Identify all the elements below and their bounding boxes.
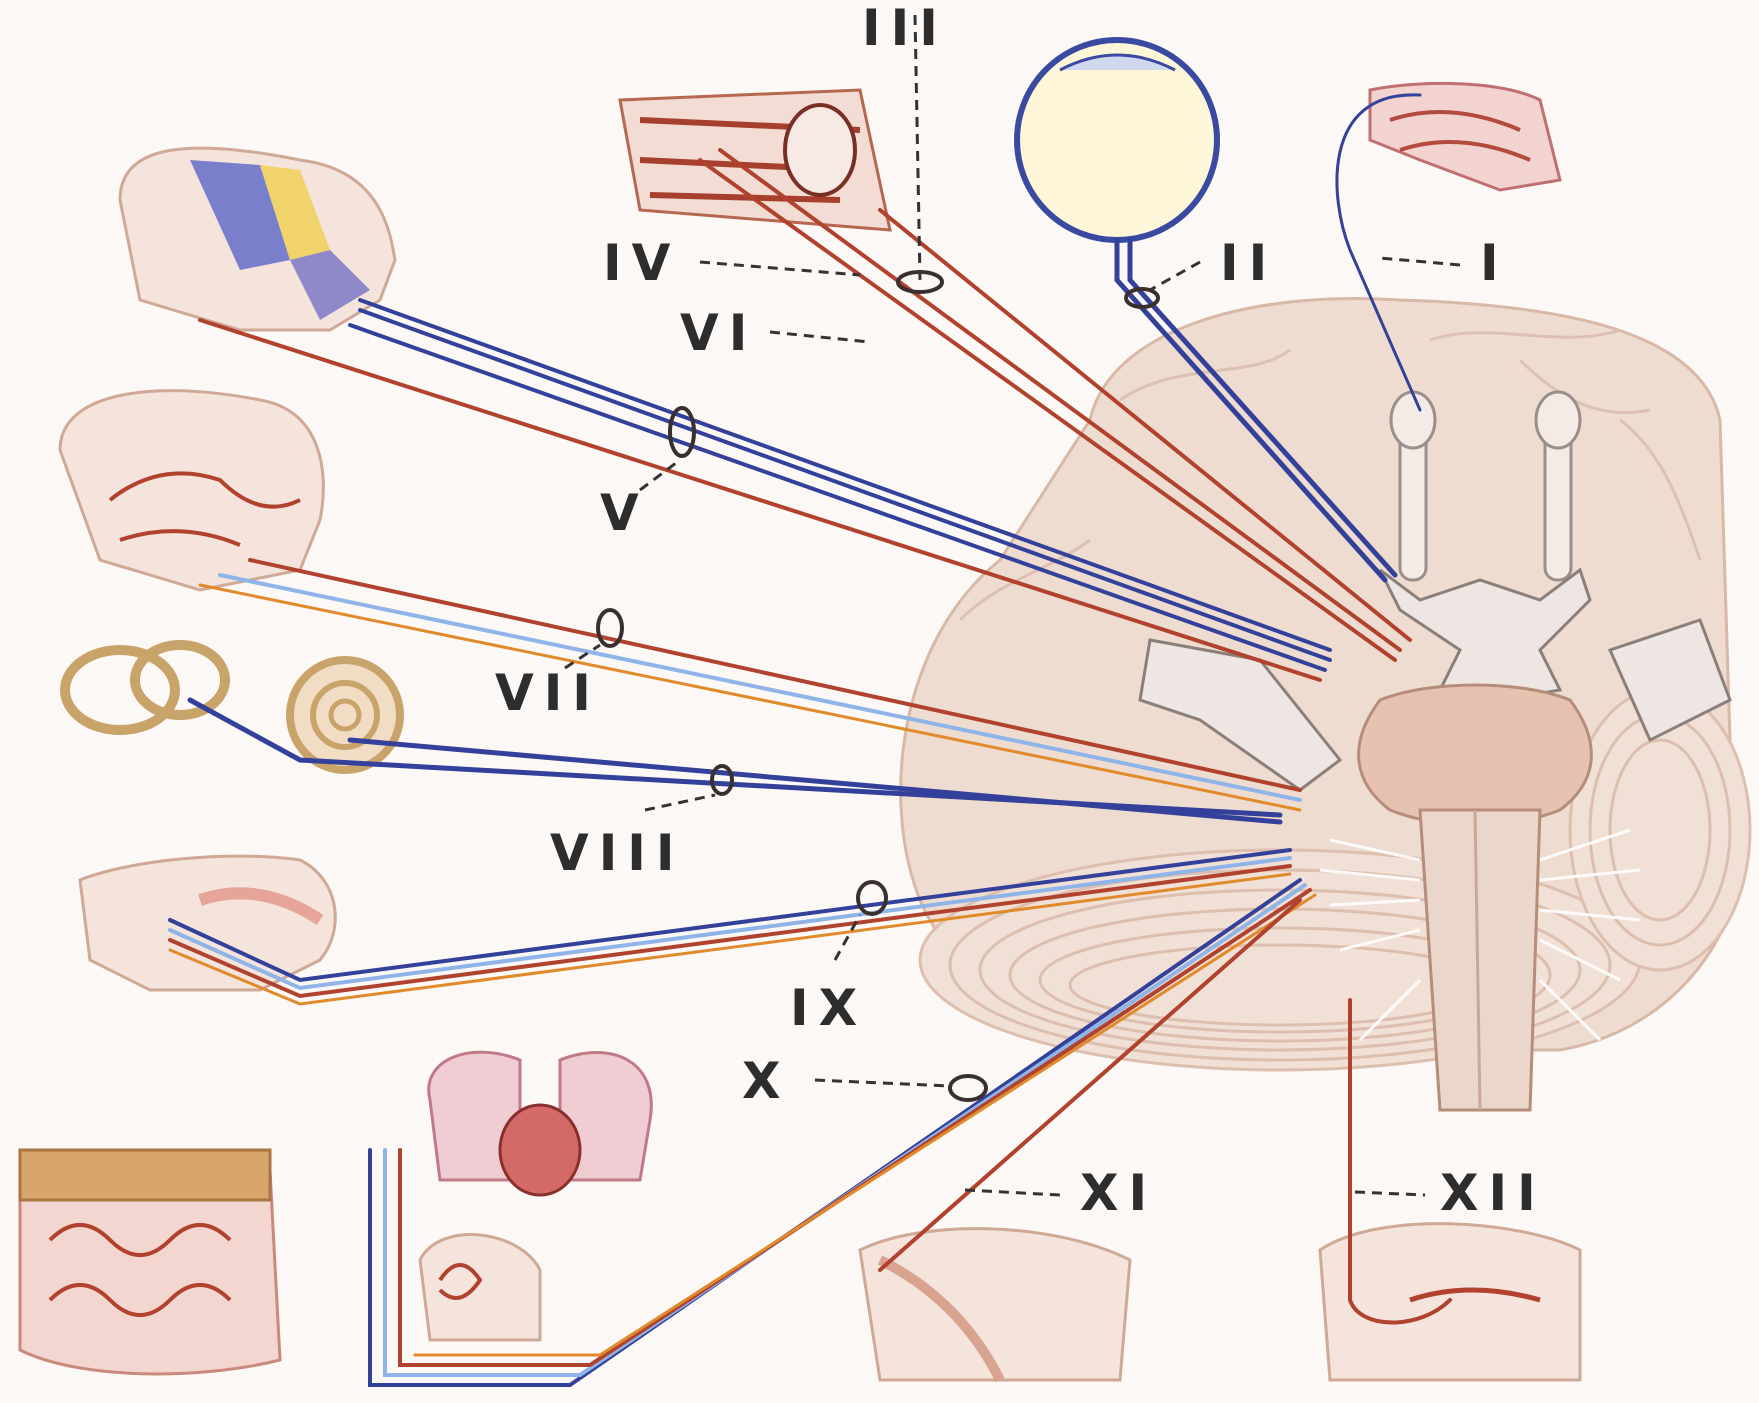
label-XI: XI bbox=[1080, 1164, 1157, 1222]
lungs-heart bbox=[429, 1052, 652, 1195]
head-trigeminal bbox=[120, 148, 395, 330]
pons bbox=[1359, 685, 1592, 825]
ear-auricular bbox=[420, 1235, 540, 1340]
face-facial bbox=[60, 391, 323, 590]
label-VII: VII bbox=[495, 664, 601, 722]
label-IX: IX bbox=[790, 979, 867, 1037]
label-II: II bbox=[1220, 234, 1277, 292]
label-IV: IV bbox=[603, 234, 680, 292]
label-I: I bbox=[1480, 234, 1509, 292]
inner-ear bbox=[65, 645, 400, 770]
pharynx-glossopharyngeal bbox=[80, 856, 335, 990]
label-V: V bbox=[600, 484, 649, 542]
label-VIII: VIII bbox=[550, 824, 685, 882]
label-III: III bbox=[862, 0, 948, 57]
label-X: X bbox=[742, 1052, 791, 1110]
intestines bbox=[20, 1150, 280, 1374]
orbit-muscles bbox=[620, 90, 890, 230]
brain-illustration bbox=[901, 299, 1750, 1111]
label-XII: XII bbox=[1440, 1164, 1546, 1222]
eyeball bbox=[1017, 40, 1217, 240]
nasal-cavity bbox=[1370, 83, 1560, 190]
label-VI: VI bbox=[680, 304, 757, 362]
